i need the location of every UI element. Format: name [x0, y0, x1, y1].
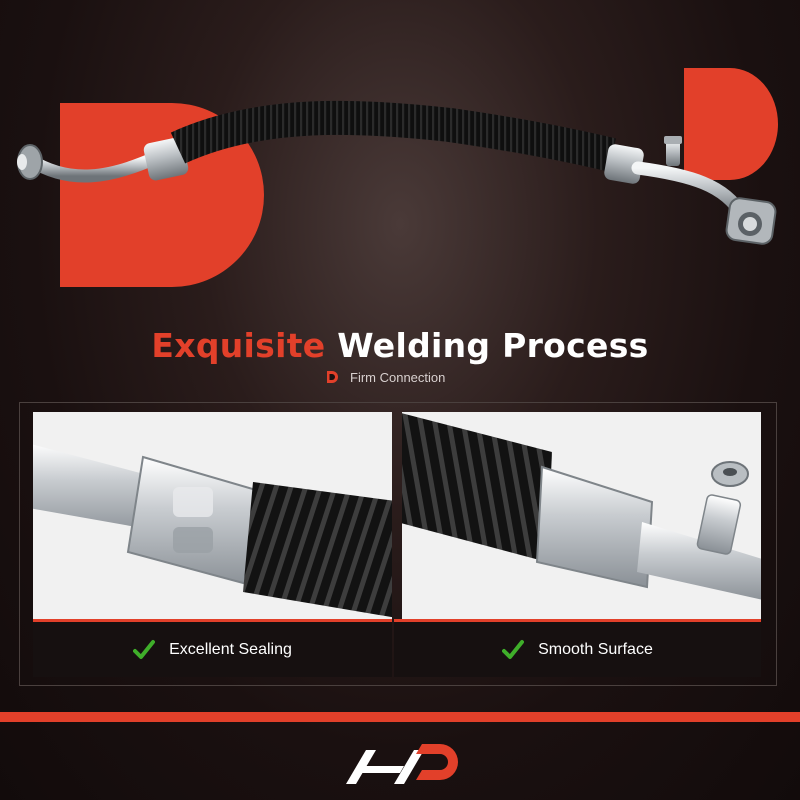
feature-label: Smooth Surface [538, 640, 653, 658]
checkmark-icon [133, 639, 156, 659]
a-premium-logo-icon [346, 744, 458, 784]
d-logo-icon [327, 371, 338, 383]
section-title: Exquisite Welding Process [0, 326, 800, 365]
subtitle-text: Firm Connection [350, 369, 446, 385]
title-main-text: Welding Process [337, 326, 649, 365]
decor-d-shape-right [684, 68, 778, 180]
checkmark-icon [502, 639, 525, 659]
title-accent-word: Exquisite [151, 326, 326, 365]
feature-label: Excellent Sealing [169, 640, 292, 658]
feature-caption-surface: Smooth Surface [394, 619, 761, 677]
feature-panel-frame [19, 402, 777, 686]
feature-caption-sealing: Excellent Sealing [33, 619, 392, 677]
feature-photo-sealing [33, 412, 392, 619]
footer-accent-bar [0, 712, 800, 722]
feature-photo-surface [402, 412, 761, 619]
product-hero-image [17, 68, 778, 287]
section-subtitle: Firm Connection [326, 369, 445, 385]
